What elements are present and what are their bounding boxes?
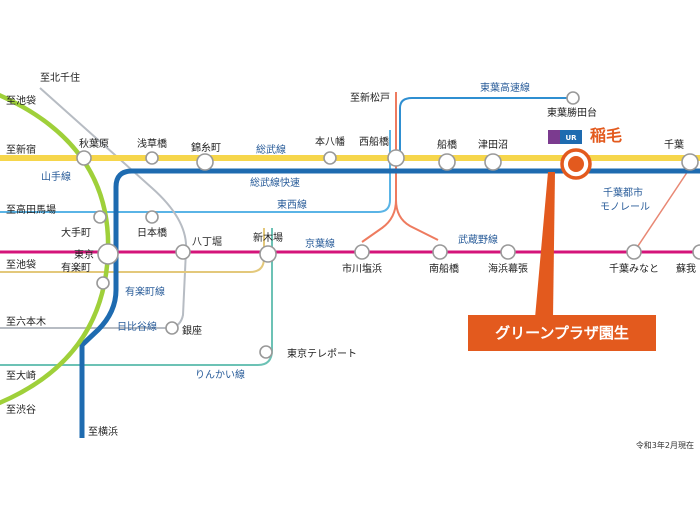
station-kinshicho: 錦糸町 (191, 141, 221, 154)
station-akihabara-marker (76, 150, 92, 166)
station-shinkiba-marker (259, 245, 277, 263)
station-shinkiba: 新木場 (253, 231, 283, 244)
direction-roppongi: 至六本木 (6, 315, 46, 328)
station-inage: 稲毛 (590, 126, 622, 145)
line-label-rinkai: りんかい線 (195, 368, 245, 381)
station-tokyoteleport-marker (259, 345, 273, 359)
station-toyokatsutadai: 東葉勝田台 (547, 106, 597, 119)
line-label-yamanote: 山手線 (41, 170, 71, 183)
station-toyokatsutadai-marker (566, 91, 580, 105)
station-tokyoteleport: 東京テレポート (287, 347, 357, 360)
direction-kitasenju: 至北千住 (40, 71, 80, 84)
station-yurakucho: 有楽町 (61, 261, 91, 274)
station-ichikawashiohama-marker (354, 244, 370, 260)
callout-box (468, 315, 656, 351)
station-hatchobori: 八丁堀 (192, 236, 222, 248)
station-chiba-marker (681, 153, 699, 171)
station-hatchobori-marker (175, 244, 191, 260)
line-label-hibiya: 日比谷線 (117, 320, 157, 333)
station-ginza: 銀座 (182, 324, 202, 337)
toyo-line (399, 97, 573, 158)
direction-takadanobaba: 至高田馬場 (6, 203, 56, 216)
direction-yokohama: 至横浜 (88, 425, 118, 438)
station-soga: 蘇我 (676, 262, 696, 275)
station-kaihinmakuhari-marker (500, 244, 516, 260)
line-label-monorail-1: 千葉都市 (603, 186, 643, 199)
musashino-line (395, 92, 439, 241)
station-ichikawashiohama: 市川塩浜 (342, 262, 382, 275)
line-label-monorail-2: モノレール (600, 202, 650, 213)
station-asakusabashi: 浅草橋 (137, 137, 167, 150)
sobu-rapid-line (79, 168, 700, 438)
callout-label: グリーンプラザ園生 (495, 324, 629, 342)
direction-ikebukuro: 至池袋 (6, 258, 36, 271)
station-tsudanuma: 津田沼 (478, 138, 508, 151)
line-label-sobu: 総武線 (256, 143, 286, 156)
station-asakusabashi-marker (145, 151, 159, 165)
callout-pointer (535, 172, 555, 318)
direction-shinjuku: 至新宿 (6, 143, 36, 156)
station-otemachi-marker (93, 210, 107, 224)
station-kinshicho-marker (196, 153, 214, 171)
station-inage-dot (568, 156, 584, 172)
line-label-tozai: 東西線 (277, 198, 307, 211)
station-nihombashi-marker (145, 210, 159, 224)
station-nishifunabashi-marker (387, 149, 405, 167)
station-motoyawata: 本八幡 (315, 135, 345, 148)
station-ginza-marker (165, 321, 179, 335)
station-kaihinmakuhari: 海浜幕張 (488, 262, 528, 275)
station-motoyawata-marker (323, 151, 337, 165)
station-tokyo-marker (97, 243, 119, 265)
station-otemachi: 大手町 (61, 226, 91, 239)
direction-shibuya: 至渋谷 (6, 403, 36, 416)
date-note: 令和3年2月現在 (636, 440, 694, 450)
station-nihombashi: 日本橋 (137, 226, 167, 239)
direction-osaki: 至大崎 (6, 369, 36, 382)
yurakucho-line (0, 228, 265, 273)
line-label-sobu-rapid: 総武線快速 (250, 176, 300, 189)
line-label-musashino: 武蔵野線 (458, 233, 498, 246)
station-chiba: 千葉 (664, 138, 684, 151)
direction-ikebukuro-top: 至池袋 (6, 94, 36, 107)
tozai-line (0, 130, 391, 213)
line-label-yurakucho: 有楽町線 (125, 285, 165, 298)
station-funabashi-marker (438, 153, 456, 171)
station-minamifunabashi-marker (432, 244, 448, 260)
direction-shinmatsudo: 至新松戸 (350, 91, 390, 104)
station-akihabara: 秋葉原 (79, 137, 109, 150)
monorail-line (633, 167, 691, 253)
station-yurakucho-marker (96, 276, 110, 290)
station-minamifunabashi: 南船橋 (429, 262, 459, 275)
ur-logo: UR (548, 130, 582, 144)
ur-logo-text: UR (565, 134, 577, 142)
station-soga-marker (692, 244, 700, 260)
station-funabashi: 船橋 (437, 138, 457, 151)
station-tsudanuma-marker (484, 153, 502, 171)
station-chibaminato: 千葉みなと (609, 262, 659, 275)
line-label-toyo: 東葉高速線 (480, 81, 530, 94)
station-tokyo: 東京 (74, 248, 94, 261)
musashino-branch (361, 199, 397, 243)
station-chibaminato-marker (626, 244, 642, 260)
line-label-keiyo: 京葉線 (305, 237, 335, 250)
station-nishifunabashi: 西船橋 (359, 135, 389, 148)
